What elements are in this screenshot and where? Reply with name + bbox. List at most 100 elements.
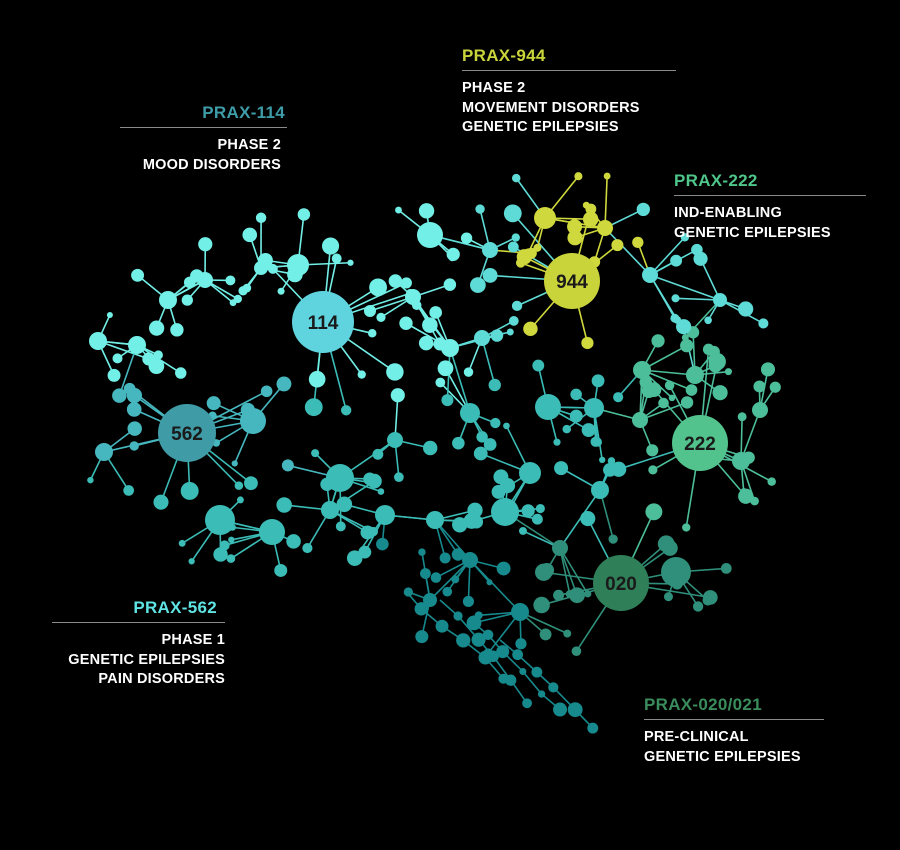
network-node [508,316,519,326]
network-node [462,595,475,608]
network-node [539,628,552,641]
network-node [662,540,678,556]
network-node [367,473,382,489]
network-node [260,385,273,398]
network-node [553,589,565,601]
network-edge [449,347,471,414]
network-edge [559,489,601,549]
network-node [496,645,510,659]
network-node [581,423,596,437]
network-node [670,313,680,323]
network-node [267,263,278,274]
network-node [519,526,527,535]
network-node [670,254,683,267]
network-node [548,682,559,693]
network-edge [522,670,543,695]
network-node [597,220,613,236]
network-node [112,388,127,403]
network-node [153,350,163,360]
network-node [422,317,438,333]
network-edge [649,274,721,301]
divider [52,622,225,623]
network-node [680,396,694,409]
network-node [534,207,556,229]
network-node [753,380,766,393]
program-detail: PHASE 2 [217,137,281,153]
network-node [123,485,135,496]
network-node [574,172,583,181]
network-node [388,274,403,288]
network-node [732,452,750,470]
network-node [760,362,776,377]
network-node [326,464,354,492]
network-node [505,674,517,686]
network-node [259,519,285,545]
network-node [613,392,624,403]
network-node [357,370,366,379]
network-node [213,547,228,562]
network-node [463,513,480,529]
label-prax-944: PRAX-944 PHASE 2 MOVEMENT DISORDERS GENE… [462,46,676,138]
network-node [347,259,354,266]
hub-label: 944 [556,272,588,293]
divider [644,719,824,720]
network-edge [675,297,721,301]
network-node [603,172,611,180]
network-node [512,173,521,183]
network-node [426,511,444,529]
network-node [671,294,680,303]
network-node [750,496,759,506]
network-node [242,283,252,293]
network-node [582,211,599,227]
network-node [302,542,313,554]
network-node [738,301,754,317]
network-node [482,267,498,283]
network-node [474,611,483,620]
network-node [181,294,193,306]
network-node [229,299,237,307]
network-node [400,277,412,289]
network-node [197,272,213,288]
network-node [503,204,522,223]
network-node [183,276,196,289]
network-node [569,409,583,423]
network-node [205,505,235,535]
hub-222: 222 [672,415,728,471]
network-node [607,457,616,465]
network-node [565,590,574,599]
network-node [443,278,457,291]
network-node [363,304,377,318]
network-node [567,702,583,718]
network-node [188,558,195,565]
network-node [240,408,266,434]
network-node [462,552,478,568]
program-detail: GENETIC EPILEPSIES [644,748,801,765]
network-node [297,208,311,221]
network-node [642,267,658,283]
network-node [486,579,493,586]
network-node [129,441,139,451]
network-node [521,504,535,518]
network-node [226,554,236,563]
hub-label: 562 [171,424,203,445]
network-node [553,438,561,446]
network-node [490,417,501,429]
network-node [335,521,346,532]
hub-020: 020 [593,555,649,611]
network-node [507,241,519,253]
program-detail: IND-ENABLING [674,205,782,221]
network-node [451,548,465,561]
network-node [680,233,690,242]
network-node [712,385,728,401]
network-nodes [87,172,781,734]
network-node [590,436,601,447]
network-node [571,646,582,656]
network-node [148,358,165,374]
network-node [126,402,142,417]
network-node [178,539,186,547]
network-node [470,277,486,293]
network-node [668,394,676,402]
network-node [304,398,323,417]
